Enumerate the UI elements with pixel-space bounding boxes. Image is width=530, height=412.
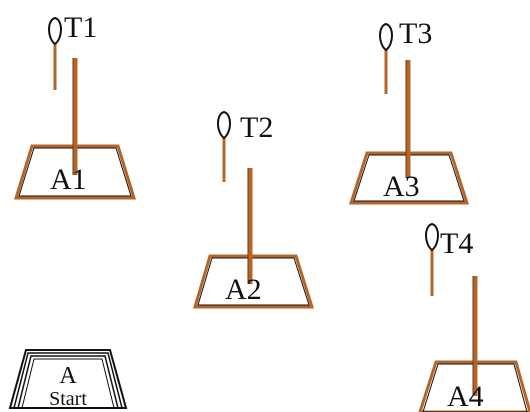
base-a4: A4 bbox=[418, 276, 530, 412]
start-block-core bbox=[21, 358, 115, 409]
base-plate bbox=[13, 144, 137, 200]
station-a1: T1 A1 bbox=[13, 11, 137, 200]
base-plate bbox=[348, 151, 470, 205]
base-a2: A2 bbox=[192, 168, 315, 309]
start-block: A Start bbox=[8, 349, 128, 410]
start-block-mid bbox=[13, 352, 123, 409]
tool-label-t2: T2 bbox=[240, 111, 273, 144]
tool-label-t4: T4 bbox=[440, 227, 473, 260]
base-plate bbox=[192, 254, 315, 309]
tool-label-t3: T3 bbox=[399, 17, 432, 50]
thermometer-bulb-icon bbox=[425, 222, 439, 252]
start-block-outer bbox=[8, 349, 128, 409]
thermometer-bulb-icon bbox=[379, 22, 393, 52]
station-a4: T4 A4 bbox=[418, 222, 530, 412]
base-a3: A3 bbox=[348, 60, 470, 205]
tool-label-t1: T1 bbox=[64, 11, 97, 44]
base-plate-inner bbox=[18, 147, 132, 197]
thermometer-bulb-icon bbox=[217, 110, 231, 140]
start-block-inner bbox=[17, 355, 119, 409]
thermometer-bulb-icon bbox=[48, 16, 62, 46]
base-label-a3: A3 bbox=[383, 170, 420, 203]
base-plate-inner bbox=[353, 154, 465, 202]
thermometer-t4: T4 bbox=[425, 222, 473, 296]
thermometer-t2: T2 bbox=[217, 110, 273, 182]
base-plate bbox=[418, 360, 530, 412]
station-a3: T3 A3 bbox=[348, 17, 470, 205]
base-plate-inner bbox=[197, 257, 310, 306]
station-a2: T2 A2 bbox=[192, 110, 315, 309]
start-block-letter: A bbox=[59, 363, 77, 389]
base-label-a2: A2 bbox=[225, 273, 262, 306]
start-block-label: Start bbox=[49, 388, 87, 410]
base-label-a1: A1 bbox=[50, 163, 87, 196]
base-plate-inner bbox=[422, 363, 528, 412]
thermometer-t3: T3 bbox=[379, 17, 432, 94]
thermometer-t1: T1 bbox=[48, 11, 97, 90]
base-label-a4: A4 bbox=[447, 380, 484, 412]
base-a1: A1 bbox=[13, 58, 137, 200]
